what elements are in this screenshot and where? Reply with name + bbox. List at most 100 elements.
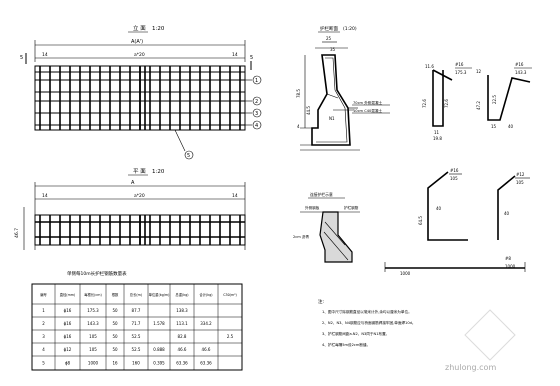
table-header-cell: 直径(mm) [60,292,76,297]
table-cell: 1 [42,308,45,313]
spacing-dim: a*20 [134,52,145,58]
table-cell: ϕ16 [64,321,72,326]
table-cell: 4 [42,347,45,352]
small-label-1: 外侧钢板 [305,205,320,210]
table-header-cell: 根数 [112,292,119,297]
n4-h: 40 [504,211,510,216]
note-2: 2、N2、N3、N4钢筋应与桥面钢筋焊接牢固,单面焊10d。 [322,320,416,325]
bar-detail-n4: #12 105 40 [497,172,530,240]
table-cell: 50 [112,308,118,313]
watermark-text: zhulong.com [445,363,496,372]
table-cell: ϕ8 [65,361,71,366]
table-header-cell: 编号 [40,292,47,297]
rebar-quantity-table: 单侧每10m长护栏钢筋数量表 编号直径(mm)每根长(cm)根数总长(m)单位重… [31,270,243,371]
callout-4: 4 [255,123,258,129]
overall-dimension-label: A(A') [131,39,143,45]
table-cell: ϕ12 [64,347,72,352]
table-cell: 2.5 [227,334,234,339]
table-cell: 160 [132,361,140,366]
connection-detail: 连接护栏示意 外侧钢板 护栏钢筋 2cm 沥青 [293,192,360,263]
callout-3: 3 [255,111,258,117]
plan-height: 46.7 [14,228,20,238]
table-cell: 143.3 [87,321,99,326]
bar-detail-n1: 11.6 #16 175.3 72.6 72.6 11 19.8 [422,62,472,141]
n3-dia: #16 [450,168,459,173]
table-cell: 46.6 [202,347,211,352]
section-dim-b: 4 [297,124,300,129]
bar-detail-n3: #16 105 64.5 40 [418,168,468,241]
table-cell: 63.36 [176,361,188,366]
table-cell: 3 [42,334,45,339]
table-cell: 105 [89,334,97,339]
table-cell: 87.7 [132,308,141,313]
table-cell: 63.36 [200,361,212,366]
watermark: zhulong.com [445,309,516,372]
n2-w: 40 [508,124,514,129]
table-cell: 0.888 [153,347,165,352]
small-section-title: 连接护栏示意 [310,192,333,197]
table-cell: 175.3 [87,308,99,313]
table-cell: 1.578 [153,321,165,326]
n5-dia: #8 [505,256,511,261]
plan-overall-label: A [131,180,135,186]
n2-h: 47.2 [476,101,481,110]
section-note2: 10cm C40混凝土 [353,108,382,113]
bar-detail-n2: 12 #16 143.3 47.2 22.5 40 15 [476,62,532,129]
section-dim-top: 25 [326,36,332,41]
table-cell: 2 [42,321,45,326]
n2-a: 22.5 [492,95,497,104]
table-cell: 0.395 [153,361,165,366]
plan-end-left: 14 [42,193,48,199]
table-cell: 52.5 [132,347,141,352]
n4-dia: #12 [516,172,525,177]
small-label-2: 护栏钢筋 [344,205,359,210]
elevation-title: 立 面 [133,24,146,32]
callout-5: 5 [187,153,190,159]
table-cell: 334.2 [200,321,212,326]
table-cell: 50 [112,347,118,352]
table-cell: 46.6 [178,347,187,352]
section-title: 护栏断面 [320,25,338,32]
section-scale: (1:20) [343,26,357,32]
table-header-cell: 每根长(cm) [84,292,102,297]
table-cell: 50 [112,321,118,326]
table-header-cell: 单位重(kg/m) [149,292,170,297]
n5-total: 1000 [400,271,411,276]
n1-h2: 72.6 [444,99,449,108]
n5-len: 1000 [505,264,516,269]
section-dim-a: 35 [330,47,336,52]
end-right-dim: 14 [232,52,238,58]
n1-base: 11 [434,130,440,135]
n2-dia: #16 [515,62,524,67]
plan-end-right: 14 [232,193,238,199]
elevation-vertical-bars [39,66,241,130]
plan-vertical-bars [39,215,241,245]
n1-len: 175.3 [455,70,467,75]
elevation-scale: 1:20 [152,26,165,32]
table-cell: 82.8 [178,334,187,339]
n2-pre: 12 [476,69,482,74]
plan-title: 平 面 [133,168,146,175]
n2-base: 15 [491,124,497,129]
notes-block: 注: 1、图中尺寸除钢筋直径以毫米计外,余均以厘米为单位。 2、N2、N3、N4… [318,298,416,347]
table-cell: 138.3 [176,308,188,313]
table-cell: 71.7 [132,321,141,326]
section-note1: 70cm 外侧混凝土 [353,100,383,105]
note-1: 1、图中尺寸除钢筋直径以毫米计外,余均以厘米为单位。 [322,309,412,314]
table-header-cell: 总重(kg) [175,292,188,297]
section-mark-right: 5 [250,55,253,61]
n2-len: 143.3 [515,70,527,75]
notes-label: 注: [318,298,324,305]
table-header-cell: C30(m³) [223,293,237,297]
n3-h: 64.5 [418,216,423,225]
end-left-dim: 14 [42,52,48,58]
table-title: 单侧每10m长护栏钢筋数量表 [67,270,127,277]
table-cell: 52.5 [132,334,141,339]
table-cell: ϕ16 [64,334,72,339]
bar-detail-n5: 1000 #8 1000 [384,256,526,276]
table-cell: 1000 [88,361,99,366]
callout-2: 2 [255,99,258,105]
plan-spacing: a*20 [134,193,145,199]
section-dim-h2: 44.5 [306,106,311,115]
